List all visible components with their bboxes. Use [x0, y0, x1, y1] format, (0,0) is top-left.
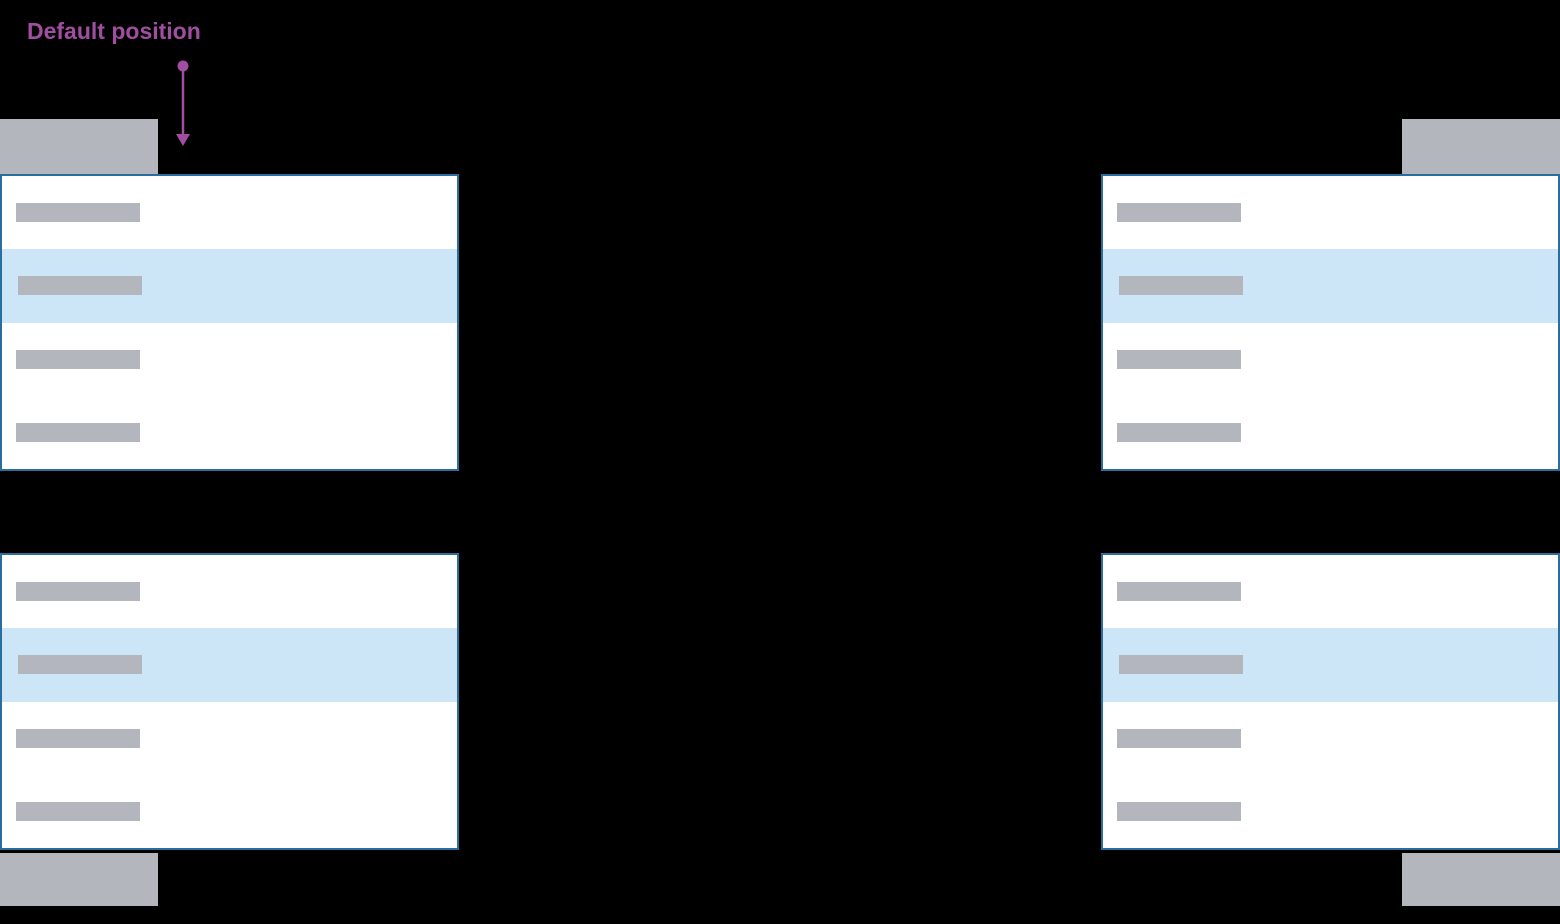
menu-item-placeholder-text — [16, 801, 140, 821]
menu-item-placeholder-text — [1119, 655, 1243, 675]
down-arrow-icon — [176, 60, 190, 146]
menu-item-highlighted[interactable] — [1103, 249, 1558, 323]
dropdown-menu-panel — [0, 553, 459, 850]
menu-item-highlighted[interactable] — [2, 249, 457, 323]
menu-item-placeholder-text — [16, 349, 140, 369]
menu-item[interactable] — [2, 702, 457, 775]
menu-item-placeholder-text — [16, 203, 140, 223]
menu-item-placeholder-text — [16, 582, 140, 602]
menu-item-placeholder-text — [18, 655, 142, 675]
menu-item[interactable] — [2, 323, 457, 396]
dropdown-menu-panel — [0, 174, 459, 471]
menu-item[interactable] — [2, 396, 457, 469]
menu-item-placeholder-text — [1117, 203, 1241, 223]
menu-item-placeholder-text — [1117, 422, 1241, 442]
menu-item-placeholder-text — [1117, 582, 1241, 602]
menu-item-placeholder-text — [16, 422, 140, 442]
dropdown-toggle-button[interactable] — [0, 119, 158, 174]
menu-item[interactable] — [1103, 702, 1558, 775]
menu-item-highlighted[interactable] — [2, 628, 457, 702]
dropdown-toggle-button[interactable] — [1402, 853, 1560, 906]
annotation-label: Default position — [27, 18, 201, 44]
menu-item-placeholder-text — [1117, 349, 1241, 369]
dropdown-menu-panel — [1101, 174, 1560, 471]
menu-item[interactable] — [1103, 775, 1558, 848]
menu-item[interactable] — [1103, 396, 1558, 469]
menu-item[interactable] — [1103, 323, 1558, 396]
menu-item[interactable] — [1103, 555, 1558, 628]
menu-item[interactable] — [2, 176, 457, 249]
menu-item-placeholder-text — [1117, 801, 1241, 821]
menu-item[interactable] — [2, 555, 457, 628]
dropdown-menu-panel — [1101, 553, 1560, 850]
dropdown-toggle-button[interactable] — [0, 853, 158, 906]
dropdown-toggle-button[interactable] — [1402, 119, 1560, 174]
menu-item-placeholder-text — [1119, 276, 1243, 296]
menu-item-placeholder-text — [18, 276, 142, 296]
menu-item-highlighted[interactable] — [1103, 628, 1558, 702]
menu-item-placeholder-text — [16, 728, 140, 748]
menu-item[interactable] — [2, 775, 457, 848]
menu-item[interactable] — [1103, 176, 1558, 249]
menu-item-placeholder-text — [1117, 728, 1241, 748]
